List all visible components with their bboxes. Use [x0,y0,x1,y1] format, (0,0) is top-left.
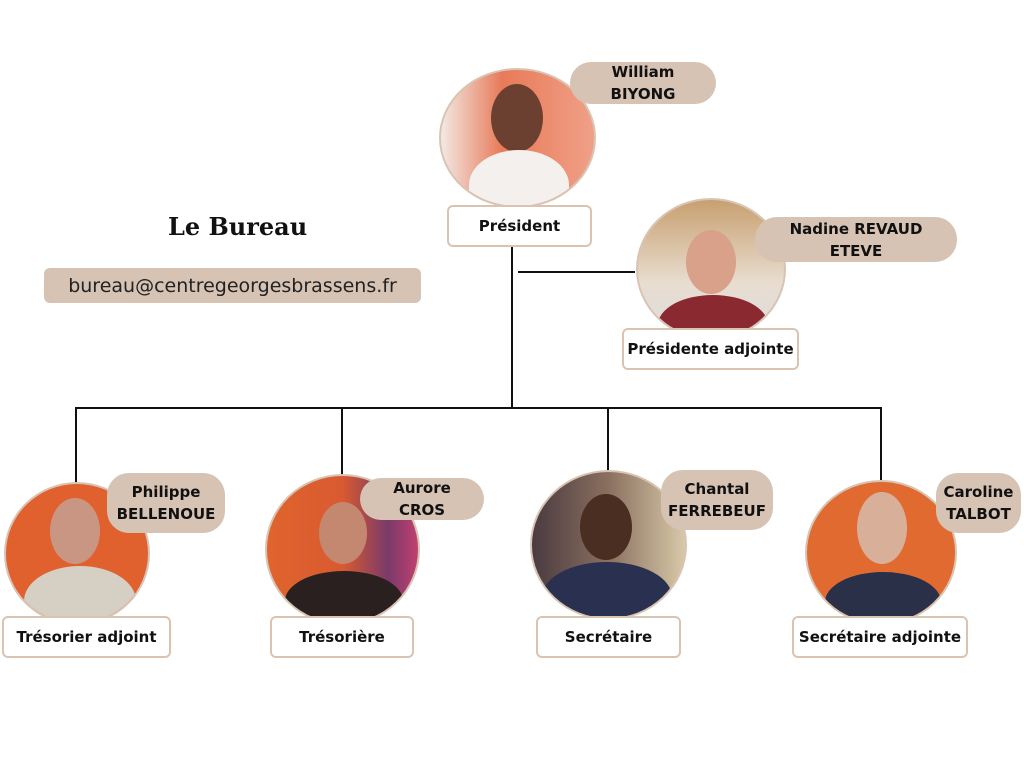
connector-line [880,407,882,481]
member-name-last: BELLENOUE [116,505,216,523]
member-name: Chantal FERREBEUF [661,470,773,530]
member-name-first: Chantal [684,480,750,498]
member-name-first: Caroline [943,483,1014,501]
member-role: Secrétaire adjointe [792,616,968,658]
member-role: Trésorier adjoint [2,616,171,658]
email-link[interactable]: bureau@centregeorgesbrassens.fr [44,268,421,303]
member-role: Secrétaire [536,616,681,658]
member-name: William BIYONG [570,62,716,104]
member-photo [636,198,786,340]
connector-line [518,271,635,273]
connector-line [607,407,609,471]
connector-line [341,407,343,475]
member-role: Président [447,205,592,247]
member-name-last: TALBOT [946,505,1011,523]
member-photo [805,480,957,625]
member-name: Nadine REVAUD ETEVE [755,217,957,262]
member-name: Caroline TALBOT [936,473,1021,533]
member-name-last: FERREBEUF [668,502,766,520]
member-name: Aurore CROS [360,478,484,520]
connector-line [511,247,513,409]
member-photo [439,68,596,208]
member-name: Philippe BELLENOUE [107,473,225,533]
member-photo [530,470,687,620]
connector-line [75,407,77,483]
member-role: Présidente adjointe [622,328,799,370]
page-title: Le Bureau [168,212,308,241]
connector-line [75,407,882,409]
member-name-first: Philippe [131,483,201,501]
member-role: Trésorière [270,616,414,658]
